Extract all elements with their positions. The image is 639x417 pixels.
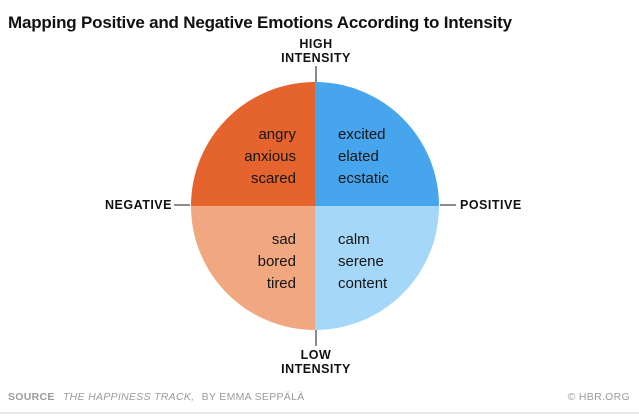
emotion-label: elated xyxy=(338,148,379,165)
axis-label-line: INTENSITY xyxy=(281,51,351,65)
emotion-label: calm xyxy=(338,231,370,248)
emotion-label: serene xyxy=(338,253,384,270)
axis-label-negative: NEGATIVE xyxy=(105,198,172,212)
source-label: SOURCE xyxy=(8,391,55,403)
quadrant-negative-high: angry anxious scared xyxy=(191,82,315,206)
source-line: SOURCE THE HAPPINESS TRACK, BY EMMA SEPP… xyxy=(8,391,305,403)
source-author: BY EMMA SEPPÄLÄ xyxy=(201,391,305,403)
emotion-label: sad xyxy=(271,231,296,248)
quadrant-words: angry anxious scared xyxy=(244,124,296,190)
emotion-label: bored xyxy=(257,253,296,270)
emotion-quadrant-circle: angry anxious scared excited elated ecst… xyxy=(191,82,439,330)
emotion-label: tired xyxy=(266,275,296,292)
axis-label-line: INTENSITY xyxy=(281,362,351,376)
source-work-title: THE HAPPINESS TRACK, xyxy=(62,391,195,403)
axis-label-positive: POSITIVE xyxy=(460,198,522,212)
emotion-label: content xyxy=(338,275,388,292)
axis-tick-left xyxy=(174,204,190,206)
quadrant-positive-high: excited elated ecstatic xyxy=(315,82,439,206)
axis-tick-right xyxy=(440,204,456,206)
bottom-divider xyxy=(0,412,639,414)
emotion-label: anxious xyxy=(244,148,296,165)
footer: SOURCE THE HAPPINESS TRACK, BY EMMA SEPP… xyxy=(8,391,630,403)
axis-label-line: LOW xyxy=(300,348,332,362)
axis-label-high-intensity: HIGH INTENSITY xyxy=(216,37,416,65)
axis-tick-bottom xyxy=(315,330,317,346)
quadrant-words: sad bored tired xyxy=(258,229,296,295)
axis-tick-top xyxy=(315,66,317,82)
axis-label-low-intensity: LOW INTENSITY xyxy=(216,348,416,376)
emotion-label: angry xyxy=(258,126,296,143)
credit: © HBR.ORG xyxy=(567,391,630,403)
quadrant-words: calm serene content xyxy=(338,229,387,295)
axis-label-line: HIGH xyxy=(299,37,333,51)
page-title: Mapping Positive and Negative Emotions A… xyxy=(8,13,512,33)
quadrant-positive-low: calm serene content xyxy=(315,206,439,330)
emotion-label: excited xyxy=(338,126,386,143)
quadrant-negative-low: sad bored tired xyxy=(191,206,315,330)
quadrant-words: excited elated ecstatic xyxy=(338,124,389,190)
emotion-label: ecstatic xyxy=(338,170,389,187)
emotion-label: scared xyxy=(250,170,296,187)
